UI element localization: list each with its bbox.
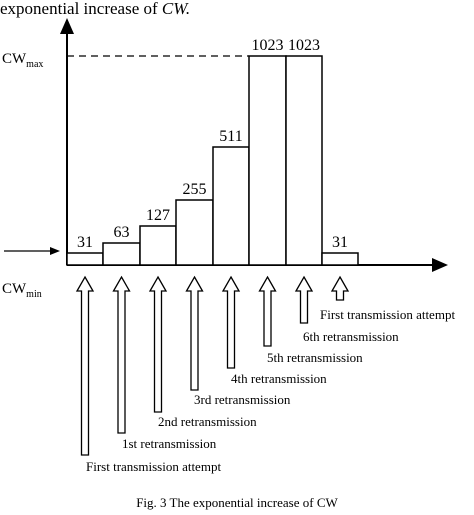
- bar-value-label-7: 1023: [288, 37, 320, 54]
- cwmin-label: CWmin: [2, 281, 42, 300]
- bar-value-label-4: 255: [183, 181, 207, 198]
- bar-value-label-1: 31: [77, 234, 93, 251]
- arrow-label-7: 6th retransmission: [303, 329, 399, 344]
- arrow-label-2: 1st retransmission: [122, 436, 217, 451]
- arrows-group: [75, 275, 350, 456]
- cwmin-arrowhead: [50, 247, 60, 255]
- bar-value-label-5: 511: [219, 128, 242, 145]
- arrow-label-3: 2nd retransmission: [158, 414, 257, 429]
- figure-caption: Fig. 3 The exponential increase of CW: [136, 495, 338, 510]
- bar-3: [139, 225, 177, 266]
- up-arrow-8: [330, 275, 350, 301]
- bar-8: [321, 252, 359, 266]
- bar-value-label-8: 31: [332, 234, 348, 251]
- bar-7: [285, 55, 323, 266]
- bars-group: [66, 55, 359, 266]
- up-arrow-2: [112, 275, 131, 434]
- cwmin-label-sub: min: [26, 289, 42, 300]
- y-axis-arrowhead: [60, 18, 74, 34]
- up-arrow-1: [75, 275, 95, 456]
- bar-1: [66, 252, 104, 266]
- arrow-label-6: 5th retransmission: [267, 350, 363, 365]
- arrow-annotations: First transmission attempt 1st retransmis…: [86, 307, 455, 474]
- bar-6: [248, 55, 287, 266]
- up-arrow-5: [221, 275, 241, 369]
- arrow-label-4: 3rd retransmission: [194, 392, 291, 407]
- bar-value-label-6: 1023: [252, 37, 284, 54]
- cwmax-label-sub: max: [26, 59, 43, 70]
- bar-5: [212, 146, 250, 266]
- x-axis-arrowhead: [432, 258, 448, 272]
- arrow-label-5: 4th retransmission: [231, 371, 327, 386]
- bar-4: [175, 199, 214, 266]
- bar-2: [102, 242, 141, 266]
- cwmax-label: CWmax: [2, 51, 43, 70]
- up-arrow-3: [148, 275, 168, 413]
- up-arrow-6: [258, 275, 277, 347]
- up-arrow-7: [294, 275, 314, 324]
- up-arrow-4: [185, 275, 204, 391]
- arrow-label-8: First transmission attempt: [320, 307, 455, 322]
- bar-value-label-3: 127: [146, 207, 170, 224]
- header-text: exponential increase of CW.: [0, 0, 190, 18]
- header-text-italic: CW.: [162, 0, 190, 18]
- bar-value-label-2: 63: [114, 224, 130, 241]
- arrow-label-1: First transmission attempt: [86, 459, 221, 474]
